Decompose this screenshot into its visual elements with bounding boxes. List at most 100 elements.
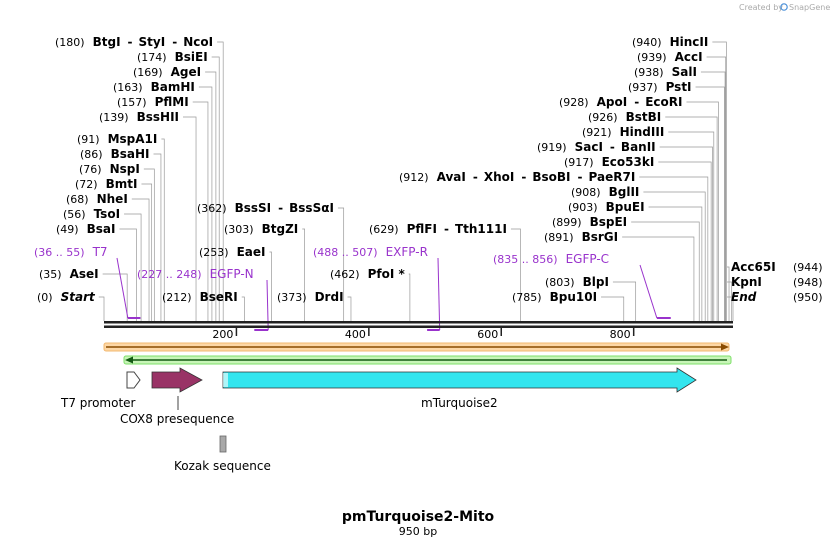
enzyme-bsssi: (362)BssSI-BssSαI	[197, 201, 334, 215]
enzyme-nspi: (76)NspI	[79, 162, 140, 176]
enzyme-leader	[706, 56, 727, 321]
enzyme-bseri: (212)BseRI	[162, 290, 238, 304]
enzyme-position: (303)	[224, 223, 254, 236]
enzyme-position: (68)	[66, 193, 89, 206]
enzyme-position: (899)	[552, 216, 582, 229]
enzyme-name: BsiEI	[175, 50, 208, 64]
enzyme-bglii: (908)BglII	[571, 185, 639, 199]
enzyme-bamhi: (163)BamHI	[113, 80, 195, 94]
enzyme-position: (944)	[793, 261, 823, 274]
enzyme-bpu10i: (785)Bpu10I	[512, 290, 597, 304]
enzyme-position: (462)	[330, 268, 360, 281]
enzyme-btgi: (180)BtgI-StyI-NcoI	[55, 35, 213, 49]
cox8-arrow	[151, 367, 203, 393]
enzyme-position: (938)	[634, 66, 664, 79]
enzyme-name: PflFI	[407, 222, 437, 236]
enzyme-leader	[639, 176, 709, 321]
enzyme-position: (928)	[559, 96, 589, 109]
enzyme-leader	[665, 116, 718, 321]
primer-range: (835 .. 856)	[493, 253, 558, 266]
enzyme-leader	[302, 228, 305, 321]
enzyme-bspei: (899)BspEI	[552, 215, 627, 229]
enzyme-kpni: KpnI(948)	[731, 275, 823, 289]
sequence-backbone	[104, 321, 733, 328]
ruler-label-200: 200	[212, 328, 233, 341]
enzyme-leader	[183, 116, 197, 321]
enzyme-group-separator: -	[444, 222, 449, 236]
enzyme-leader	[205, 71, 217, 321]
enzyme-pfoi: (462)PfoI *	[330, 267, 405, 281]
enzyme-leader	[659, 146, 713, 321]
enzyme-name: AseI	[70, 267, 99, 281]
enzyme-leader	[686, 101, 719, 321]
enzyme-name: SalI	[672, 65, 697, 79]
primer-name: EXFP-R	[386, 245, 428, 259]
enzyme-tsoi: (56)TsoI	[63, 207, 120, 221]
enzyme-drdi: (373)DrdI	[277, 290, 344, 304]
enzyme-group-name: Tth111I	[455, 222, 507, 236]
enzyme-position: (926)	[588, 111, 618, 124]
primer-name: EGFP-C	[566, 252, 609, 266]
feature-label-cox8: COX8 presequence	[120, 412, 234, 426]
enzyme-position: (629)	[369, 223, 399, 236]
enzyme-name: HindIII	[620, 125, 665, 139]
enzyme-group-name: BanII	[621, 140, 656, 154]
enzyme-leader	[648, 206, 703, 321]
enzyme-group-separator: -	[610, 140, 615, 154]
enzyme-group-separator: -	[172, 35, 177, 49]
enzyme-position: (903)	[568, 201, 598, 214]
primer-t7: (36 .. 55)T7	[34, 245, 141, 319]
enzyme-position: (91)	[77, 133, 100, 146]
enzyme-position: (157)	[117, 96, 147, 109]
primer-leader	[639, 264, 658, 319]
primer-egfp-c: (835 .. 856) EGFP-C	[493, 252, 671, 319]
enzyme-name: SacI	[575, 140, 603, 154]
enzyme-hincii: (940)HincII	[632, 35, 708, 49]
enzyme-leader	[612, 281, 637, 321]
enzyme-group-separator: -	[521, 170, 526, 184]
enzyme-position: (948)	[793, 276, 823, 289]
enzyme-position: (169)	[133, 66, 163, 79]
enzyme-position: (919)	[537, 141, 567, 154]
enzyme-name: NheI	[97, 192, 128, 206]
primer-layer: (36 .. 55)T7(227 .. 248)EGFP-N(488 .. 50…	[34, 245, 671, 331]
enzyme-name: Bpu10I	[550, 290, 597, 304]
credit-prefix: Created by	[739, 3, 783, 12]
plasmid-title: pmTurquoise2-Mito	[342, 509, 495, 525]
enzyme-group-name: PaeR7I	[589, 170, 636, 184]
enzyme-start: (0)Start	[37, 290, 96, 304]
enzyme-group-name: BsoBI	[532, 170, 570, 184]
promoter-arrow-icon	[126, 371, 141, 389]
enzyme-position: (891)	[544, 231, 574, 244]
enzyme-name: BsaI	[87, 222, 116, 236]
enzyme-leader	[695, 86, 725, 321]
enzyme-leader	[631, 221, 700, 321]
credit-brand: SnapGene	[789, 3, 830, 12]
enzyme-leader	[124, 213, 142, 321]
enzyme-bsshii: (139)BssHII	[99, 110, 179, 124]
enzyme-position: (72)	[75, 178, 98, 191]
enzyme-mspa1i: (91)MspA1I	[77, 132, 157, 146]
primer-name: T7	[92, 245, 108, 259]
enzyme-leader	[98, 296, 105, 321]
enzyme-position: (912)	[399, 171, 429, 184]
enzyme-leader	[727, 266, 730, 321]
enzyme-nhei: (68) NheI	[66, 192, 128, 206]
enzyme-name: End	[731, 290, 757, 304]
enzyme-leader	[143, 168, 155, 321]
enzyme-avai: (912)AvaI-XhoI-BsoBI-PaeR7I	[399, 170, 635, 184]
enzyme-position: (803)	[545, 276, 575, 289]
enzyme-position: (212)	[162, 291, 192, 304]
enzyme-leader	[269, 251, 272, 321]
primer-name: EGFP-N	[210, 267, 254, 281]
enzyme-end: End(950)	[731, 290, 823, 304]
enzyme-leader	[141, 183, 153, 321]
enzyme-group-separator: -	[578, 170, 583, 184]
enzyme-name: BsaHI	[111, 147, 150, 161]
feature-kozak: Kozak sequence	[174, 435, 271, 473]
enzyme-position: (253)	[199, 246, 229, 259]
primer-leader	[116, 257, 129, 319]
primer-exfp-r: (488 .. 507)EXFP-R	[313, 245, 441, 331]
enzyme-bsrgi: (891)BsrGI	[544, 230, 618, 244]
